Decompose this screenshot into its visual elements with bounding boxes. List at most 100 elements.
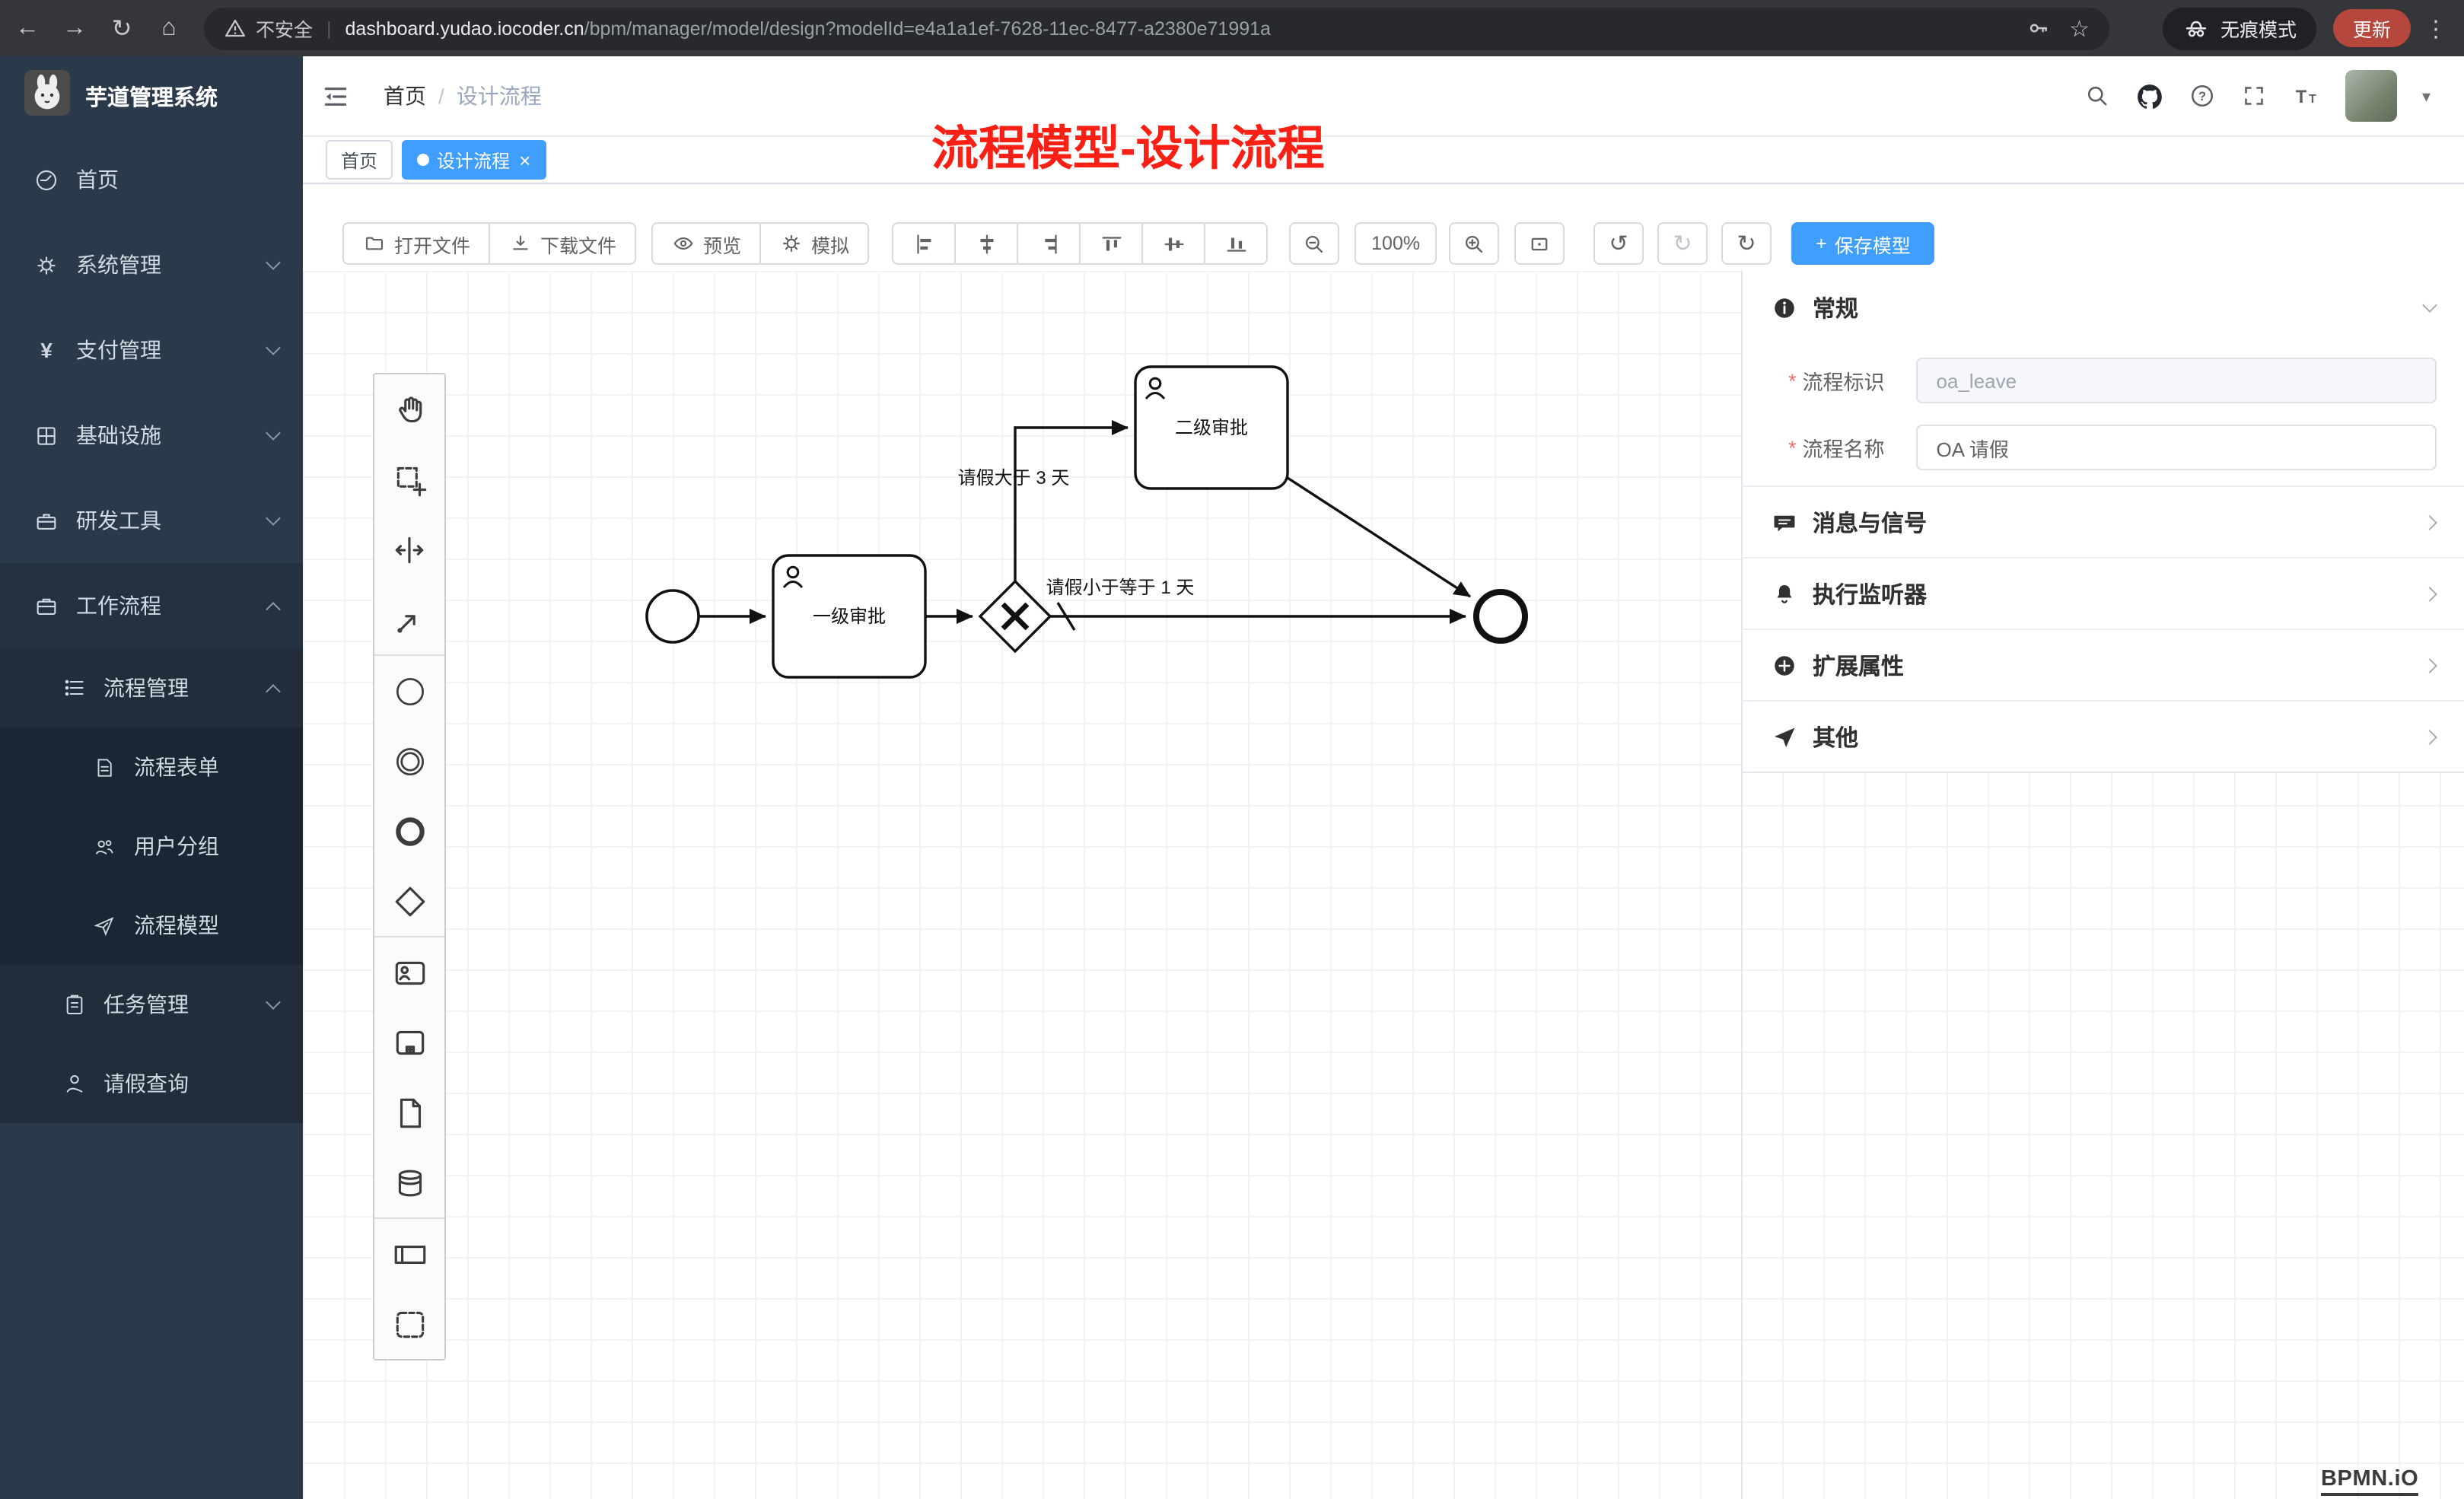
search-icon[interactable] — [2084, 82, 2112, 110]
align-bottom-button[interactable] — [1204, 222, 1269, 265]
align-right-icon — [1044, 234, 1056, 253]
sidebar-item-payment[interactable]: ¥ 支付管理 — [0, 307, 303, 393]
yen-icon: ¥ — [40, 338, 53, 362]
sidebar-item-home[interactable]: 首页 — [0, 137, 303, 222]
browser-toolbar: ← → ↻ ⌂ 不安全 | dashboard.yudao.iocoder.cn… — [0, 0, 2464, 56]
bell-icon — [1772, 581, 1797, 606]
sidebar-item-label: 任务管理 — [103, 992, 189, 1017]
bpmn-canvas[interactable]: 一级审批 二级审批 请假大于 3 天 请假小于等于 1 天 — [303, 271, 2464, 1499]
hand-tool-icon[interactable] — [374, 374, 444, 444]
restart-button[interactable]: ↻ — [1721, 222, 1772, 265]
flow-gateway-to-task2[interactable] — [1014, 420, 1129, 581]
section-general[interactable]: 常规 — [1743, 271, 2464, 344]
tab-design-process[interactable]: 设计流程 × — [402, 140, 546, 180]
align-top-button[interactable] — [1079, 222, 1144, 265]
zoom-out-button[interactable] — [1289, 222, 1340, 265]
participant-icon[interactable] — [374, 1219, 444, 1289]
global-connect-icon[interactable] — [374, 584, 444, 654]
github-icon[interactable] — [2136, 81, 2165, 110]
breadcrumb-separator: / — [438, 84, 444, 108]
preview-button[interactable]: 预览 — [651, 222, 762, 265]
save-model-label: 保存模型 — [1834, 235, 1911, 256]
space-tool-icon[interactable] — [374, 514, 444, 584]
flow-task2-to-end[interactable] — [1287, 476, 1471, 598]
sidebar-item-user-group[interactable]: 用户分组 — [0, 807, 303, 886]
chrome-update-button[interactable]: 更新 — [2332, 9, 2411, 47]
sidebar-item-workflow[interactable]: 工作流程 — [0, 563, 303, 648]
breadcrumb-home[interactable]: 首页 — [384, 84, 426, 108]
browser-home-icon[interactable]: ⌂ — [161, 14, 177, 40]
address-bar[interactable]: 不安全 | dashboard.yudao.iocoder.cn/bpm/man… — [204, 7, 2109, 49]
sidebar-item-leave-query[interactable]: 请假查询 — [0, 1044, 303, 1123]
download-file-button[interactable]: 下载文件 — [489, 222, 637, 265]
section-message-signal[interactable]: 消息与信号 — [1743, 485, 2464, 557]
redo-button[interactable]: ↻ — [1657, 222, 1708, 265]
browser-back-icon[interactable]: ← — [15, 14, 40, 40]
tab-home[interactable]: 首页 — [326, 140, 393, 180]
sidebar-collapse-icon[interactable] — [321, 81, 350, 110]
align-center-button[interactable] — [954, 222, 1019, 265]
data-store-icon[interactable] — [374, 1147, 444, 1217]
section-title: 执行监听器 — [1813, 582, 1928, 608]
app-logo[interactable]: 芋道管理系统 — [0, 56, 303, 137]
group-icon[interactable] — [374, 1289, 444, 1359]
fit-viewport-button[interactable] — [1514, 222, 1565, 265]
browser-forward-icon[interactable]: → — [62, 14, 87, 40]
undo-button[interactable]: ↺ — [1593, 222, 1644, 265]
sidebar-item-process-mgmt[interactable]: 流程管理 — [0, 648, 303, 727]
sidebar-item-label: 流程模型 — [134, 913, 219, 937]
required-marker: * — [1788, 369, 1797, 392]
bpmn-io-logo[interactable]: BPMN.iO — [2321, 1467, 2419, 1496]
sidebar-item-process-form[interactable]: 流程表单 — [0, 727, 303, 807]
avatar[interactable] — [2345, 70, 2398, 122]
bookmark-star-icon[interactable]: ☆ — [2069, 16, 2090, 42]
zoom-in-button[interactable] — [1449, 222, 1500, 265]
section-execution-listener[interactable]: 执行监听器 — [1743, 557, 2464, 629]
section-extension-attributes[interactable]: 扩展属性 — [1743, 629, 2464, 700]
sidebar-item-infra[interactable]: 基础设施 — [0, 393, 303, 478]
process-key-label: 流程标识 — [1802, 371, 1885, 394]
briefcase-icon — [33, 593, 59, 619]
download-icon — [513, 235, 528, 250]
lasso-tool-icon[interactable] — [374, 444, 444, 514]
sidebar-item-label: 流程管理 — [103, 676, 189, 700]
browser-menu-icon[interactable]: ⋮ — [2424, 16, 2449, 42]
sidebar-item-devtools[interactable]: 研发工具 — [0, 478, 303, 563]
close-icon[interactable]: × — [519, 148, 531, 171]
sidebar-item-task-mgmt[interactable]: 任务管理 — [0, 965, 303, 1044]
user-task-icon[interactable] — [374, 937, 444, 1007]
fullscreen-icon[interactable] — [2241, 82, 2268, 110]
align-left-button[interactable] — [892, 222, 957, 265]
task-level1-approval[interactable] — [772, 554, 927, 679]
open-file-button[interactable]: 打开文件 — [342, 222, 491, 265]
zoom-level-button[interactable]: 100% — [1355, 222, 1437, 265]
process-key-input[interactable] — [1916, 358, 2437, 403]
sidebar-item-process-model[interactable]: 流程模型 — [0, 886, 303, 965]
intermediate-event-icon[interactable] — [374, 726, 444, 796]
help-icon[interactable]: ? — [2189, 82, 2217, 110]
end-event-icon[interactable] — [374, 796, 444, 866]
align-middle-button[interactable] — [1141, 222, 1206, 265]
password-key-icon[interactable] — [2025, 15, 2051, 41]
chevron-down-icon — [266, 510, 281, 525]
save-model-button[interactable]: + 保存模型 — [1791, 222, 1935, 265]
align-right-button[interactable] — [1017, 222, 1081, 265]
start-event[interactable] — [645, 589, 700, 644]
data-object-icon[interactable] — [374, 1077, 444, 1147]
simulate-button[interactable]: 模拟 — [759, 222, 870, 265]
subprocess-icon[interactable] — [374, 1007, 444, 1077]
end-event[interactable] — [1473, 589, 1528, 644]
plus-icon: + — [1816, 233, 1827, 254]
gateway-icon[interactable] — [374, 866, 444, 936]
start-event-icon[interactable] — [374, 656, 444, 726]
process-name-input[interactable] — [1916, 425, 2437, 470]
security-label: 不安全 — [256, 20, 314, 41]
browser-reload-icon[interactable]: ↻ — [111, 16, 132, 42]
incognito-badge: 无痕模式 — [2162, 7, 2316, 49]
section-other[interactable]: 其他 — [1743, 700, 2464, 772]
caret-down-icon[interactable]: ▾ — [2421, 88, 2431, 106]
task-level2-approval[interactable] — [1134, 365, 1289, 490]
sidebar-item-system[interactable]: 系统管理 — [0, 222, 303, 307]
sidebar-item-label: 用户分组 — [134, 834, 219, 858]
